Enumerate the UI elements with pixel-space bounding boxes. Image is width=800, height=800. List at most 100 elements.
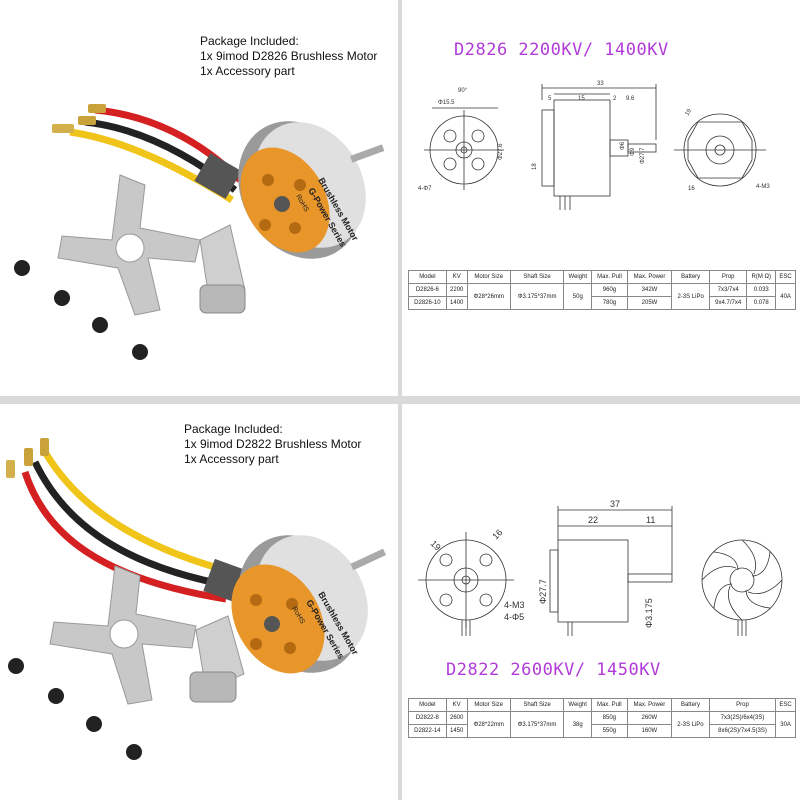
cell-prop: 9x4.7/7x4 bbox=[709, 296, 748, 310]
dim-27-7: Φ27.7 bbox=[538, 579, 548, 604]
bullet-connectors bbox=[52, 104, 106, 133]
cell-kv: 1450 bbox=[445, 724, 468, 738]
bullet-connectors bbox=[6, 438, 49, 478]
x-mount-plate bbox=[49, 565, 197, 705]
technical-drawing-d2826: 90° Φ15.5 Φ27.6 4-Φ7 33 5 15 2 9.6 18 Φ6… bbox=[418, 81, 770, 210]
th-motor-size: Motor Size bbox=[466, 698, 511, 712]
th-kv: KV bbox=[445, 698, 468, 712]
package-contents: Package Included: 1x 9imod D2826 Brushle… bbox=[200, 34, 377, 79]
dim-27-6: Φ27.6 bbox=[498, 143, 504, 160]
th-esc: ESC bbox=[775, 270, 796, 284]
cell-model: D2826-6 bbox=[408, 283, 447, 297]
dim-27-7: Φ27.7 bbox=[640, 147, 646, 164]
package-heading: Package Included: bbox=[200, 34, 299, 48]
table-row: D2826-6 2200 Φ28*26mm Φ3.175*37mm 50g 96… bbox=[408, 283, 796, 310]
dim-5: 5 bbox=[548, 96, 552, 102]
th-motor-size: Motor Size bbox=[466, 270, 511, 284]
package-line-motor: 1x 9imod D2826 Brushless Motor bbox=[200, 49, 378, 63]
cell-kv: 1400 bbox=[445, 296, 468, 310]
motor-photo-illustration: Brushless Motor G-Power Series RoHS bbox=[14, 104, 385, 360]
cell-max-power: 205W bbox=[626, 296, 673, 310]
dim-15-5: Φ15.5 bbox=[438, 100, 455, 106]
product-photo-panel-d2826: Package Included: 1x 9imod D2826 Brushle… bbox=[0, 0, 398, 396]
prop-adapter bbox=[199, 224, 246, 314]
dim-33: 33 bbox=[597, 81, 604, 87]
motor-wires bbox=[69, 106, 243, 203]
cell-battery: 2-3S LiPo bbox=[671, 283, 711, 310]
cell-max-pull: 780g bbox=[591, 296, 628, 310]
cell-weight: 50g bbox=[563, 283, 593, 310]
dim-4-m3: 4-M3 bbox=[504, 600, 525, 610]
dim-16: 16 bbox=[688, 186, 695, 192]
cell-max-pull: 960g bbox=[591, 283, 628, 297]
dim-2: 2 bbox=[613, 96, 617, 102]
cell-model: D2822-8 bbox=[408, 711, 447, 725]
motor-body: Brushless Motor G-Power Series RoHS bbox=[231, 535, 387, 674]
package-line-accessory: 1x Accessory part bbox=[200, 64, 295, 78]
cell-resistance: 0.033 bbox=[746, 283, 777, 297]
th-battery: Battery bbox=[671, 698, 710, 712]
dim-6: Φ6 bbox=[620, 141, 626, 150]
screws bbox=[8, 658, 142, 760]
cell-shaft-size: Φ3.175*37mm bbox=[509, 283, 565, 310]
cell-resistance: 0.078 bbox=[746, 296, 777, 310]
cell-kv: 2200 bbox=[445, 283, 468, 297]
th-weight: Weight bbox=[563, 698, 593, 712]
dim-9-6: 9.6 bbox=[626, 96, 635, 102]
th-max-power: Max. Power bbox=[626, 698, 673, 712]
table-row: D2822-8 2600 Φ28*22mm Φ3.175*37mm 38g 85… bbox=[408, 711, 796, 738]
cell-esc: 30A bbox=[775, 711, 796, 738]
motor-body: Brushless Motor G-Power Series RoHS bbox=[238, 121, 385, 259]
package-contents: Package Included: 1x 9imod D2822 Brushle… bbox=[184, 422, 361, 467]
screws bbox=[14, 260, 148, 360]
th-esc: ESC bbox=[775, 698, 796, 712]
table-row: D2822-14 1450 550g 160W 8x6(2S)/7x4.5(3S… bbox=[408, 724, 796, 738]
table-header-row: Model KV Motor Size Shaft Size Weight Ma… bbox=[408, 270, 796, 284]
product-photo-panel-d2822: Package Included: 1x 9imod D2822 Brushle… bbox=[0, 404, 398, 800]
cell-max-pull: 850g bbox=[591, 711, 628, 725]
th-shaft-size: Shaft Size bbox=[509, 698, 565, 712]
th-prop: Prop bbox=[708, 698, 777, 712]
dim-4-7: 4-Φ7 bbox=[418, 186, 432, 192]
cell-weight: 38g bbox=[563, 711, 593, 738]
dim-15: 15 bbox=[578, 96, 585, 102]
th-shaft-size: Shaft Size bbox=[509, 270, 565, 284]
cell-battery: 2-3S LiPo bbox=[671, 711, 710, 738]
motor-photo-illustration: Brushless Motor G-Power Series RoHS bbox=[6, 438, 387, 760]
package-line-motor: 1x 9imod D2822 Brushless Motor bbox=[184, 437, 362, 451]
dim-4-5: 4-Φ5 bbox=[504, 612, 524, 622]
dim-37: 37 bbox=[610, 499, 620, 509]
table-header-row: Model KV Motor Size Shaft Size Weight Ma… bbox=[408, 698, 796, 712]
th-kv: KV bbox=[445, 270, 468, 284]
spec-title-d2822: D2822 2600KV/ 1450KV bbox=[446, 660, 661, 680]
dim-11: 11 bbox=[646, 515, 655, 525]
x-mount-plate bbox=[57, 174, 201, 316]
cell-max-pull: 550g bbox=[591, 724, 628, 738]
dim-18: 18 bbox=[532, 163, 538, 170]
dim-19: 19 bbox=[429, 538, 443, 552]
th-battery: Battery bbox=[671, 270, 711, 284]
cell-prop: 7x3(2S)/6x4(3S) bbox=[708, 711, 777, 725]
table-row: D2826-10 1400 780g 205W 9x4.7/7x4 0.078 bbox=[408, 296, 796, 310]
prop-adapter bbox=[189, 615, 245, 703]
cell-max-power: 342W bbox=[626, 283, 673, 297]
dim-22: 22 bbox=[588, 515, 598, 525]
dim-16: 16 bbox=[490, 527, 504, 541]
th-model: Model bbox=[408, 270, 447, 284]
technical-drawing-d2822: 37 22 11 19 16 Φ27.7 Φ3.175 4-M3 4-Φ5 bbox=[418, 499, 783, 636]
cell-kv: 2600 bbox=[445, 711, 468, 725]
th-max-pull: Max. Pull bbox=[591, 698, 628, 712]
cell-shaft-size: Φ3.175*37mm bbox=[509, 711, 565, 738]
dim-90: 90° bbox=[458, 88, 468, 94]
cell-model: D2826-10 bbox=[408, 296, 447, 310]
cell-prop: 7x3/7x4 bbox=[709, 283, 748, 297]
cell-prop: 8x6(2S)/7x4.5(3S) bbox=[708, 724, 777, 738]
cell-max-power: 160W bbox=[626, 724, 673, 738]
th-prop: Prop bbox=[709, 270, 748, 284]
dim-3-175: Φ3.175 bbox=[644, 598, 654, 628]
dimension-labels-d2826: 90° Φ15.5 Φ27.6 4-Φ7 33 5 15 2 9.6 18 Φ6… bbox=[418, 81, 770, 192]
spec-table-d2826: Model KV Motor Size Shaft Size Weight Ma… bbox=[408, 270, 796, 310]
dim-19: 19 bbox=[685, 108, 694, 117]
spec-sheet-panel-d2826: D2826 2200KV/ 1400KV bbox=[402, 0, 800, 396]
th-model: Model bbox=[408, 698, 447, 712]
